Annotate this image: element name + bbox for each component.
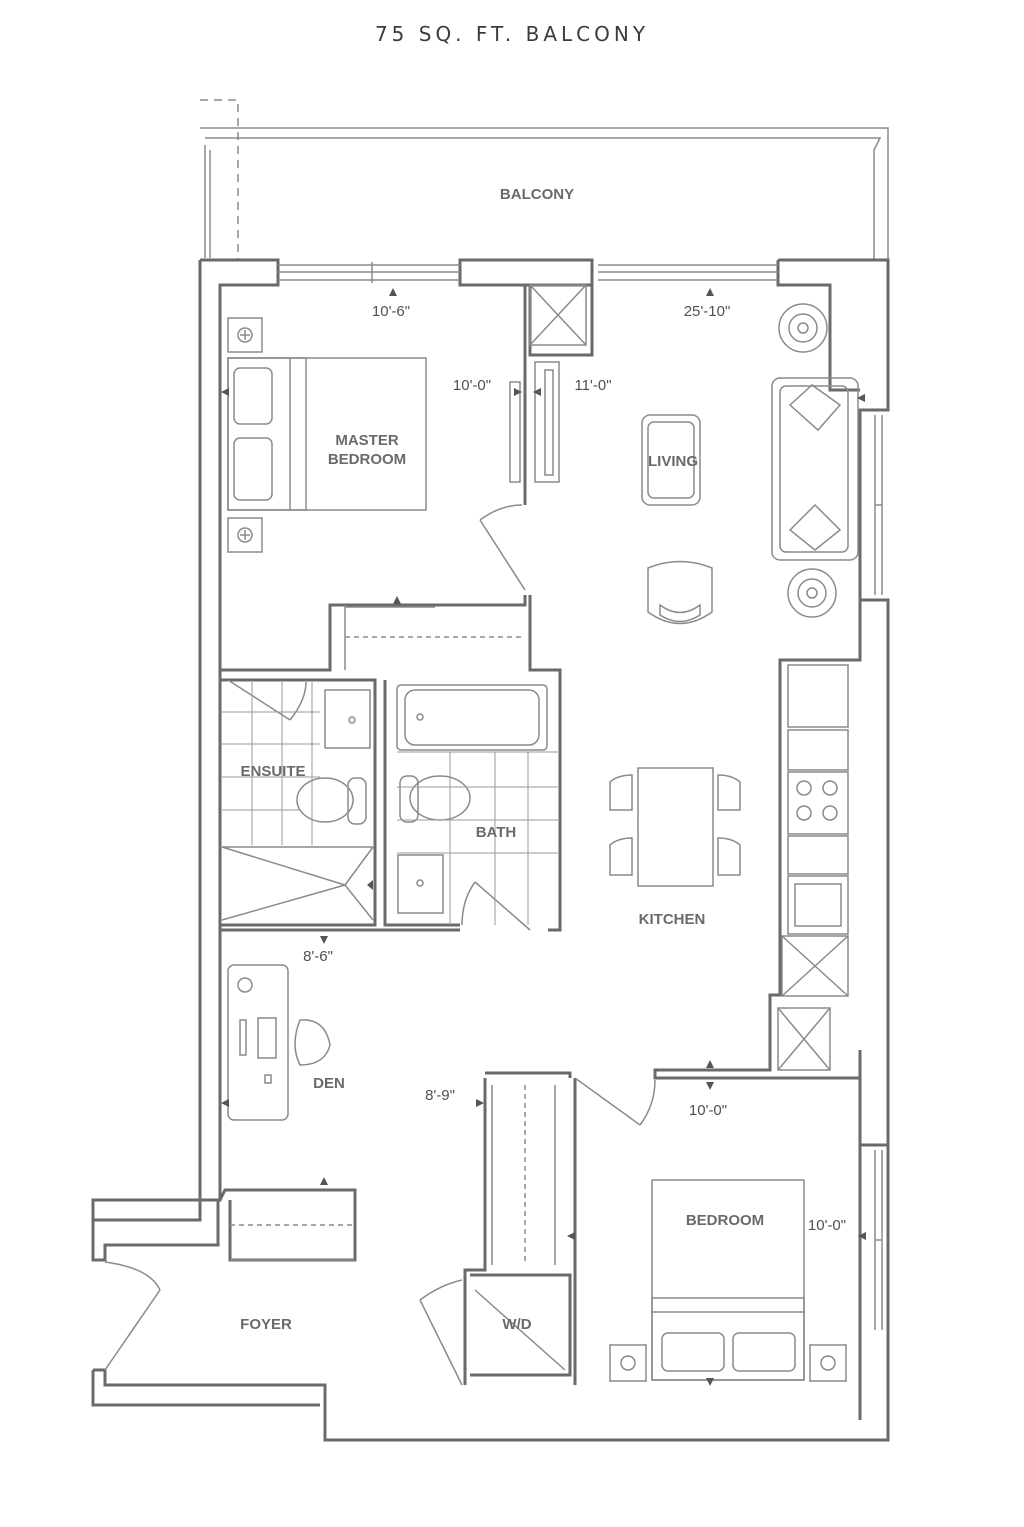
label-living: LIVING (648, 453, 698, 470)
label-master-bedroom-line2: BEDROOM (328, 451, 406, 468)
dimension-arrows (221, 288, 866, 1386)
doors (104, 504, 656, 1386)
label-bath: BATH (476, 824, 517, 841)
label-wd: W/D (502, 1316, 531, 1333)
balcony-area-caption: 75 SQ. FT. BALCONY (374, 22, 650, 46)
exterior-walls (91, 258, 890, 1442)
dim-master-width: 10'-6" (372, 303, 410, 320)
master-bed (227, 357, 427, 511)
master-closet (344, 381, 525, 670)
label-den: DEN (313, 1075, 345, 1092)
den-furniture (227, 964, 355, 1261)
dim-bedroom-width: 10'-0" (689, 1102, 727, 1119)
ensuite-fixtures (221, 682, 374, 921)
balcony (200, 99, 889, 260)
dim-den-width: 8'-6" (303, 948, 333, 965)
living-furniture (529, 284, 859, 625)
label-balcony: BALCONY (500, 186, 574, 203)
kitchen-furniture (609, 664, 849, 1071)
label-master-bedroom-line1: MASTER (335, 432, 399, 449)
bath-fixtures (396, 684, 558, 925)
dim-den-depth: 8'-9" (425, 1087, 455, 1104)
bath-tiles (397, 751, 558, 925)
interior-walls (218, 285, 862, 1385)
label-ensuite: ENSUITE (240, 763, 305, 780)
ensuite-tiles (222, 682, 320, 845)
label-kitchen: KITCHEN (639, 911, 706, 928)
label-bedroom: BEDROOM (686, 1212, 764, 1229)
dim-living-width: 25'-10" (684, 303, 731, 320)
dim-living-depth: 11'-0" (574, 377, 611, 394)
nightstand-icons (227, 317, 847, 1382)
label-foyer: FOYER (240, 1316, 292, 1333)
dim-bedroom-depth: 10'-0" (808, 1217, 846, 1234)
windows (278, 262, 883, 1330)
dim-master-depth: 10'-0" (453, 377, 491, 394)
bedroom-furniture (474, 1085, 805, 1381)
